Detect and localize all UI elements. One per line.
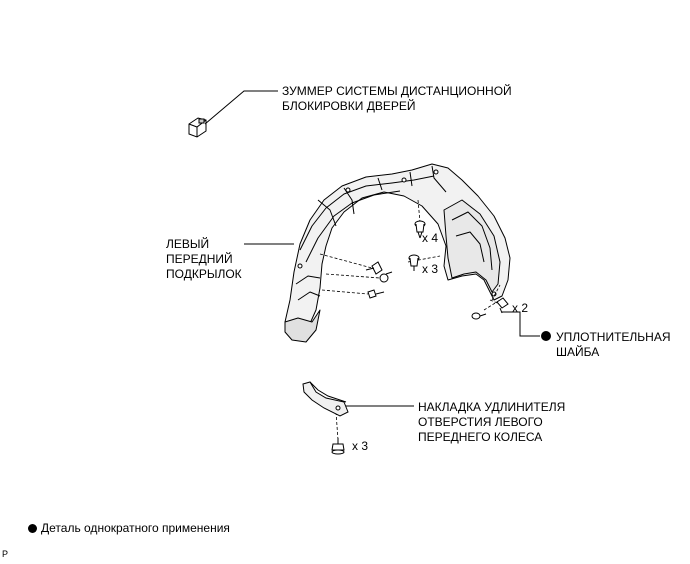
non-reusable-part-icon <box>28 523 37 533</box>
buzzer-label-line-2: БЛОКИРОВКИ ДВЕРЕЙ <box>282 99 416 113</box>
left-front-fender-liner-part <box>284 163 511 343</box>
rear-bolt-fastener <box>496 297 509 314</box>
liner-screw-3 <box>367 289 385 299</box>
wheel-opening-extension-pad-part <box>302 381 349 417</box>
liner-bolt-1 <box>365 261 383 275</box>
legend-non-reusable-text: Деталь однократного применения <box>41 521 230 535</box>
liner-label-line-2: ПЕРЕДНИЙ <box>166 252 233 266</box>
buzzer-label: ЗУММЕР СИСТЕМЫ ДИСТАНЦИОННОЙ БЛОКИРОВКИ … <box>282 84 512 114</box>
rear-bolt-quantity: x 2 <box>512 301 529 315</box>
washer-label-line-2: ШАЙБА <box>556 345 600 359</box>
liner-screw-2 <box>379 271 393 283</box>
extension-pad-label-line-3: ПЕРЕДНЕГО КОЛЕСА <box>418 430 543 444</box>
liner-label: ЛЕВЫЙ ПЕРЕДНИЙ ПОДКРЫЛОК <box>166 237 242 282</box>
extension-pad-label-line-1: НАКЛАДКА УДЛИНИТЕЛЯ <box>418 400 566 414</box>
upper-clip-quantity: x 4 <box>422 231 439 245</box>
washer-label: УПЛОТНИТЕЛЬНАЯ ШАЙБА <box>556 330 671 360</box>
rear-lower-clip <box>471 312 487 320</box>
liner-label-line-1: ЛЕВЫЙ <box>166 237 210 251</box>
door-lock-buzzer-part <box>188 117 207 138</box>
buzzer-leader-line <box>204 90 278 125</box>
extension-pad-label: НАКЛАДКА УДЛИНИТЕЛЯ ОТВЕРСТИЯ ЛЕВОГО ПЕР… <box>418 400 565 445</box>
middle-clip-quantity: x 3 <box>422 262 439 276</box>
buzzer-label-line-1: ЗУММЕР СИСТЕМЫ ДИСТАНЦИОННОЙ <box>282 84 512 98</box>
corner-mark: P <box>2 549 9 559</box>
pad-screw-fastener <box>331 438 345 455</box>
legend: Деталь однократного применения <box>28 521 230 535</box>
washer-leader-line <box>502 311 540 337</box>
non-reusable-washer-mark <box>541 331 551 341</box>
washer-label-line-1: УПЛОТНИТЕЛЬНАЯ <box>556 330 671 344</box>
middle-clip-fastener <box>408 254 420 271</box>
upper-clip-fastener <box>414 220 426 239</box>
pad-screw-quantity: x 3 <box>352 439 369 453</box>
extension-pad-label-line-2: ОТВЕРСТИЯ ЛЕВОГО <box>418 415 543 429</box>
liner-label-line-3: ПОДКРЫЛОК <box>166 267 242 281</box>
